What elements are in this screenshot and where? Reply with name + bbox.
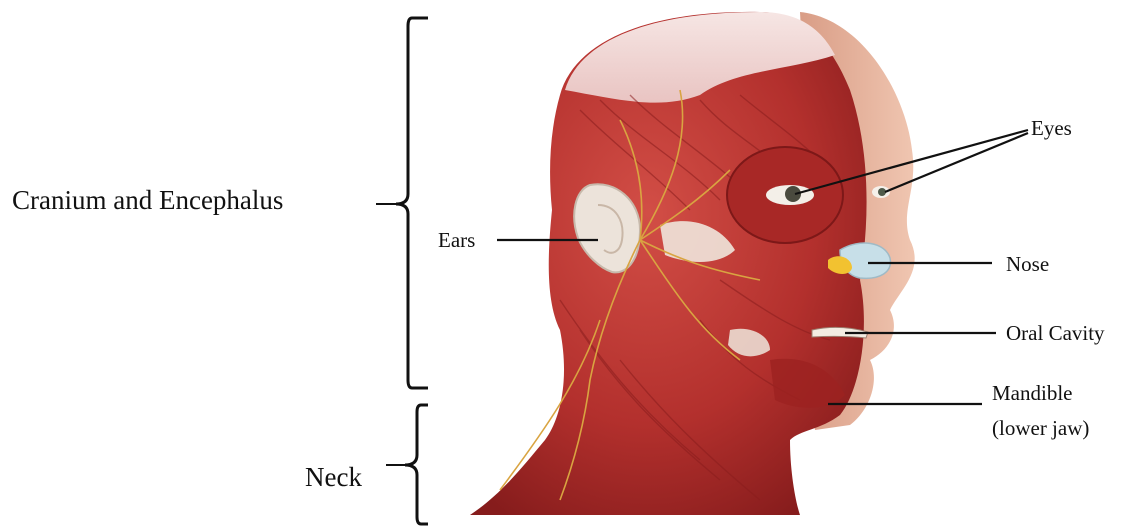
label-oral-cavity: Oral Cavity bbox=[1006, 323, 1105, 344]
label-ears: Ears bbox=[438, 230, 475, 251]
label-neck: Neck bbox=[305, 464, 362, 491]
label-mandible: Mandible bbox=[992, 383, 1072, 404]
label-mandible-sub: (lower jaw) bbox=[992, 418, 1089, 439]
label-eyes: Eyes bbox=[1031, 118, 1072, 139]
label-cranium-and-encephalus: Cranium and Encephalus bbox=[12, 187, 283, 214]
label-nose: Nose bbox=[1006, 254, 1049, 275]
eye-iris-right bbox=[878, 188, 886, 196]
bracket-neck bbox=[405, 405, 428, 524]
bracket-cranium bbox=[396, 18, 428, 388]
